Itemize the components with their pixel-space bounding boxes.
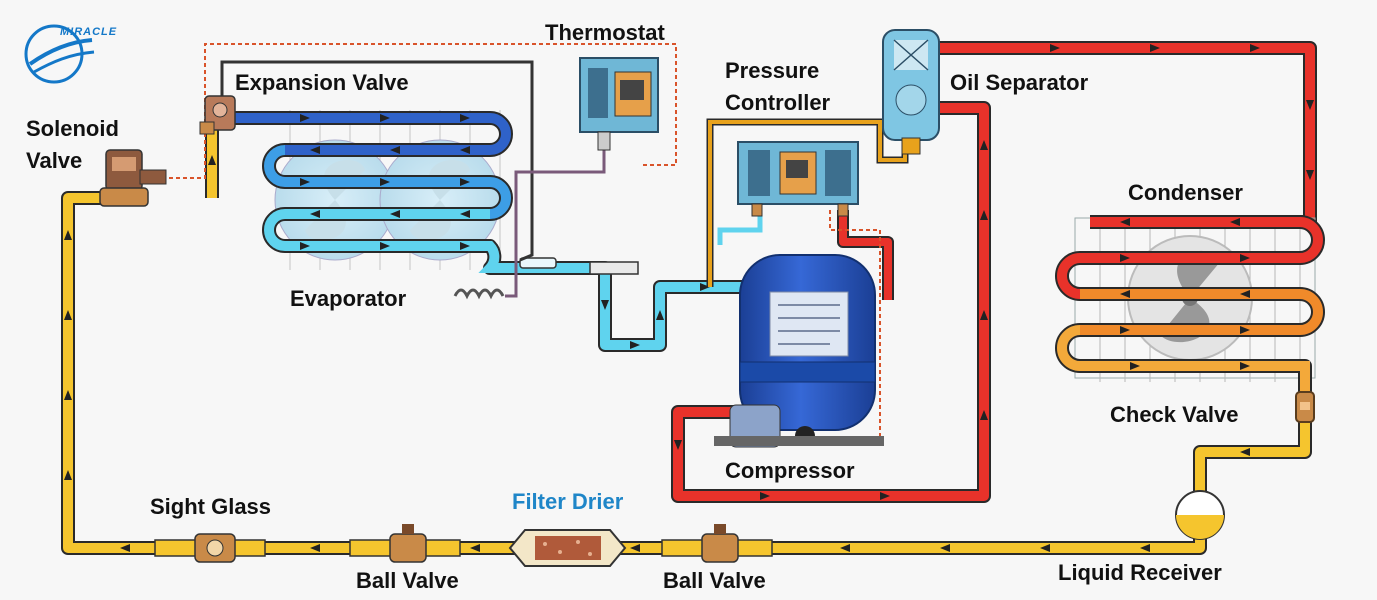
label-condenser: Condenser [1128,180,1243,205]
label-solenoid-valve-line1: Solenoid [26,116,119,141]
thermostat-coil [453,288,505,300]
evaporator [228,110,639,300]
label-pressure-controller-line2: Controller [725,90,831,115]
suction-line [560,261,742,352]
ball-valve-right [661,524,773,563]
sensing-bulb [589,261,639,275]
label-thermostat: Thermostat [545,20,665,45]
ball-valve-left [349,524,461,563]
label-pressure-controller-line1: Pressure [725,58,820,83]
capillary-tube [220,60,534,262]
label-sight-glass: Sight Glass [150,494,272,519]
liquid-line-pipe [61,130,1312,555]
condenser [1055,215,1325,400]
compressor [714,254,884,448]
expansion-valve [199,95,236,135]
label-ball-valve-right: Ball Valve [663,568,766,593]
sight-glass [154,533,266,563]
solenoid-valve [99,149,167,207]
check-valve [1295,391,1315,423]
label-ball-valve-left: Ball Valve [356,568,459,593]
label-solenoid-valve-line2: Valve [26,148,83,173]
label-evaporator: Evaporator [290,286,407,311]
label-check-valve: Check Valve [1110,402,1239,427]
label-filter-drier: Filter Drier [512,489,624,514]
oil-separator [882,29,940,155]
logo-text: MIRACLE [60,26,117,38]
thermostat-capillary [505,150,606,298]
thermostat [579,57,659,151]
liquid-receiver [1175,490,1225,540]
label-expansion-valve: Expansion Valve [235,70,409,95]
label-compressor: Compressor [725,458,855,483]
label-oil-separator: Oil Separator [950,70,1089,95]
logo-word: IRACLE [70,26,118,38]
filter-drier [508,529,627,567]
logo-letter: M [60,26,71,38]
miracle-logo [24,24,95,84]
liquid-line [61,130,1312,555]
label-liquid-receiver: Liquid Receiver [1058,560,1222,585]
pressure-controller [737,141,859,217]
